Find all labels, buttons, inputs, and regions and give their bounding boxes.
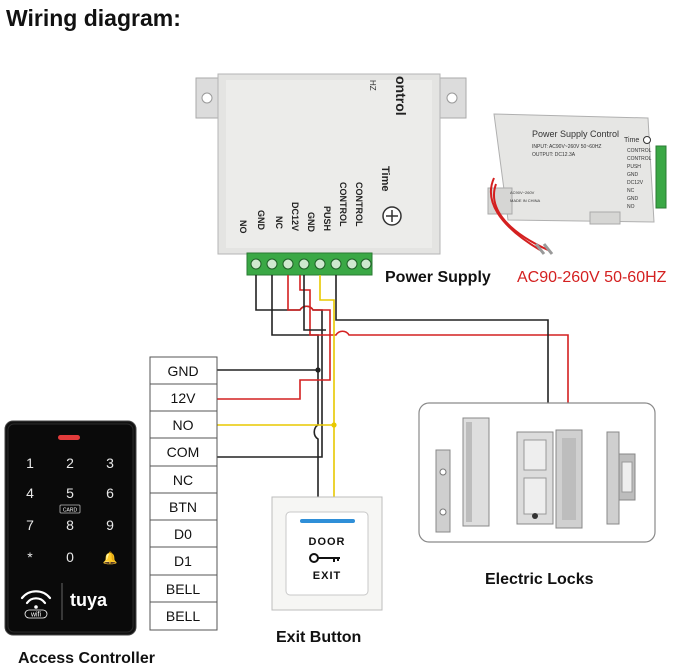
small-terminal-block [655, 145, 667, 209]
ac-wire [493, 183, 549, 251]
flange-hole-icon [201, 92, 213, 104]
wifi-label: wifi [30, 612, 42, 619]
wire-no-to-com [217, 275, 323, 458]
wire-12v [217, 275, 331, 400]
key-star: * [27, 549, 33, 565]
key-1: 1 [26, 455, 34, 471]
electric-strike-icon [606, 431, 636, 525]
small-terminal-label: DC12V [627, 180, 644, 186]
terminal-bell: BELL [166, 581, 200, 597]
junction-dot [315, 367, 321, 373]
exit-door-text: DOOR [309, 536, 346, 548]
small-psu-input: INPUT: AC90V~260V 50~60HZ [532, 144, 602, 150]
small-terminal-label: GND [627, 196, 639, 202]
card-area-icon [59, 504, 81, 514]
flange-hole-icon [446, 92, 458, 104]
key-icon [309, 553, 340, 563]
small-power-supply: Power Supply Control INPUT: AC90V~260V 5… [487, 113, 667, 255]
terminal-com: COM [167, 444, 200, 460]
small-psu-title: Power Supply Control [532, 129, 619, 139]
time-label: Time [379, 166, 391, 191]
wiring [217, 275, 569, 497]
small-terminal-label: NO [627, 204, 635, 210]
electric-locks-caption: Electric Locks [485, 571, 594, 588]
electric-locks-panel [418, 402, 656, 543]
ps-terminal-label: CONTROL [338, 182, 348, 227]
wire-push-to-no [217, 275, 335, 426]
junction-dot [331, 422, 337, 428]
small-terminal-label: NC [627, 188, 635, 194]
ps-terminal-label: CONTROL [354, 182, 364, 227]
access-controller: 1 2 3 4 5 6 CARD 7 8 9 * 0 🔔 wifi tuya [4, 420, 137, 636]
exit-button-face [285, 511, 369, 596]
card-label: CARD [63, 508, 78, 514]
ac-wire [489, 177, 541, 251]
key-7: 7 [26, 517, 34, 533]
access-controller-caption: Access Controller [18, 650, 155, 667]
drop-bolt-lock-icon [516, 429, 583, 529]
exit-button-caption: Exit Button [276, 629, 361, 646]
small-terminal-label: GND [627, 172, 639, 178]
small-terminal-label: PUSH [627, 164, 641, 170]
key-8: 8 [66, 517, 74, 533]
small-psu-time: Time [624, 137, 639, 144]
terminal-bell: BELL [166, 608, 200, 624]
key-6: 6 [106, 485, 114, 501]
terminal-btn: BTN [169, 499, 197, 515]
terminal-d1: D1 [174, 553, 192, 569]
small-terminal-label: CONTROL [627, 156, 652, 162]
wire-12v-to-lock [299, 275, 569, 405]
wire-control-to-lock [335, 275, 549, 405]
small-psu-terminal-labels: CONTROL CONTROL PUSH GND DC12V NC GND NO [627, 148, 652, 210]
ps-terminal-label: PUSH [322, 206, 332, 231]
bell-key-icon: 🔔 [103, 551, 118, 565]
key-4: 4 [26, 485, 34, 501]
terminal-screws [250, 258, 372, 270]
time-dial-icon [382, 206, 402, 226]
ps-terminal-label: DC12V [290, 202, 300, 231]
wifi-icon [20, 590, 52, 609]
page-title: Wiring diagram: [6, 5, 181, 31]
exit-button: DOOR EXIT [271, 496, 383, 611]
tuya-logo: tuya [70, 590, 108, 610]
terminal-d0: D0 [174, 526, 192, 542]
key-2: 2 [66, 455, 74, 471]
input-voltage-label: AC90-260V 50-60HZ [517, 269, 667, 286]
small-terminal-label: CONTROL [627, 148, 652, 154]
magnetic-lock-icon [435, 417, 490, 533]
terminal-12v: 12V [171, 390, 197, 406]
terminal-no: NO [173, 417, 194, 433]
exit-exit-text: EXIT [313, 570, 341, 582]
ps-terminal-label: NO [238, 220, 248, 234]
power-supply-unit: ontrol HZ Time NO GND NC DC12V GND PUSH … [195, 73, 467, 276]
power-supply-caption: Power Supply [385, 269, 491, 286]
exit-indicator-icon [300, 519, 355, 523]
ps-terminal-label: GND [306, 212, 316, 233]
ps-terminal-label: NC [274, 216, 284, 229]
small-psu-output: OUTPUT: DC12.3A [532, 152, 576, 158]
key-5: 5 [66, 485, 74, 501]
wire-gnd-to-exit [313, 370, 319, 497]
small-psu-made: MADE IN CHINA [510, 198, 541, 203]
small-time-dial-icon [643, 136, 651, 144]
ps-terminal-label: GND [256, 210, 266, 231]
key-3: 3 [106, 455, 114, 471]
status-led-icon [58, 435, 80, 440]
key-9: 9 [106, 517, 114, 533]
terminal-nc: NC [173, 472, 193, 488]
small-psu-ac: AC90V~260V [510, 190, 535, 195]
power-supply-title: ontrol [393, 76, 409, 116]
power-supply-terminal-labels: NO GND NC DC12V GND PUSH CONTROL CONTROL [238, 182, 364, 234]
key-0: 0 [66, 549, 74, 565]
terminal-gnd: GND [167, 363, 198, 379]
small-psu-body [493, 113, 655, 223]
controller-terminal-list: GND 12V NO COM NC BTN D0 D1 BELL BELL [149, 356, 218, 631]
power-supply-spec: HZ [368, 80, 377, 91]
